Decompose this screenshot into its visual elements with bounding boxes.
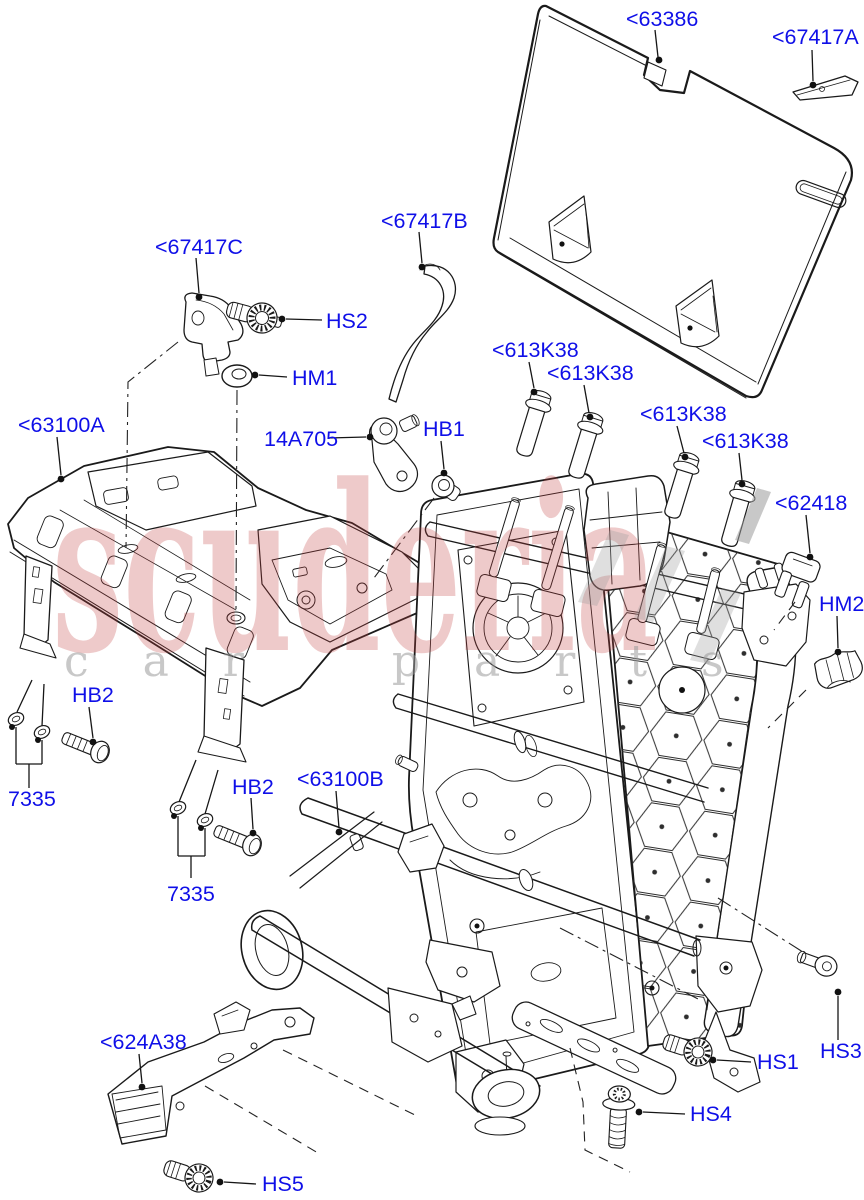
washer-pair-mid xyxy=(169,800,214,831)
seat-cushion-frame xyxy=(240,797,702,1136)
bolt-HB2-left xyxy=(61,732,110,764)
torx-screw-HS2 xyxy=(225,301,283,334)
saddle-clamp-HM2 xyxy=(813,650,863,689)
label-HB2-mid: HB2 xyxy=(232,775,274,799)
bolt-HB1 xyxy=(431,474,461,501)
label-HM2: HM2 xyxy=(819,592,864,616)
bolt-HB2-mid xyxy=(213,825,262,857)
torx-screw-HS1 xyxy=(662,1034,713,1067)
headrest-sleeve-3 xyxy=(664,452,700,519)
label-624A38: <624A38 xyxy=(100,1030,187,1054)
label-62418: <62418 xyxy=(775,491,847,515)
label-7335-mid: 7335 xyxy=(167,882,215,906)
headrest-sleeve-2 xyxy=(568,412,604,479)
label-67417B: <67417B xyxy=(381,209,468,233)
label-HS5: HS5 xyxy=(262,1172,304,1196)
strap-67417B xyxy=(388,263,457,403)
label-613K38-4: <613K38 xyxy=(702,429,789,453)
headrest-sleeve-4 xyxy=(721,480,756,547)
label-HB1: HB1 xyxy=(423,417,465,441)
label-HB2-left: HB2 xyxy=(72,683,114,707)
flange-screw-HS4 xyxy=(602,1085,636,1149)
headrest-sleeve-1 xyxy=(516,390,552,457)
label-67417C: <67417C xyxy=(155,235,243,259)
grommet-HM1 xyxy=(221,364,253,388)
label-63386: <63386 xyxy=(626,7,698,31)
torx-screw-HS5 xyxy=(163,1160,214,1193)
seat-base-frame xyxy=(7,446,437,763)
label-HS4: HS4 xyxy=(690,1102,732,1126)
label-14A705: 14A705 xyxy=(264,427,338,451)
label-613K38-2: <613K38 xyxy=(547,361,634,385)
labels: <63386 <67417A <67417C HS2 <67417B HM1 1… xyxy=(8,7,864,1196)
washer-pair-left xyxy=(7,711,51,743)
label-HS1: HS1 xyxy=(757,1050,799,1074)
assembly-axis-lines xyxy=(125,341,807,1173)
label-HM1: HM1 xyxy=(292,366,337,390)
label-HS3: HS3 xyxy=(820,1039,862,1063)
label-HS2: HS2 xyxy=(326,309,368,333)
label-7335-left: 7335 xyxy=(8,787,56,811)
label-67417A: <67417A xyxy=(772,25,859,49)
retainer-strip xyxy=(792,75,859,101)
pivot-pin-HS3 xyxy=(796,950,838,977)
label-613K38-3: <613K38 xyxy=(640,402,727,426)
label-63100B: <63100B xyxy=(297,767,384,791)
leader-lines xyxy=(15,29,842,1186)
hinge-bracket-14A705 xyxy=(368,414,420,493)
mounting-bracket xyxy=(107,1001,315,1145)
label-63100A: <63100A xyxy=(18,413,105,437)
label-613K38-1: <613K38 xyxy=(492,338,579,362)
back-panel-board xyxy=(492,4,853,399)
